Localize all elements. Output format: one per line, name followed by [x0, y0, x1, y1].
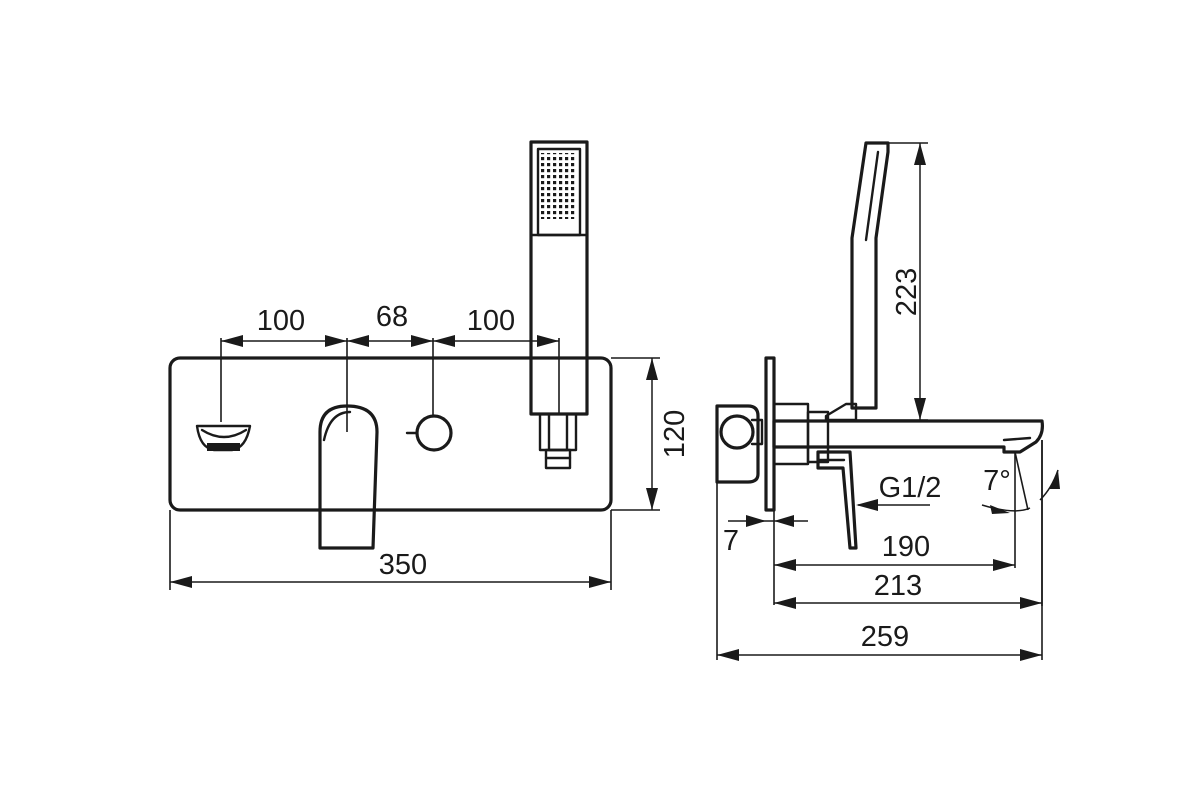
dimension-projection-1	[774, 559, 1015, 571]
mixer-lever-handle	[318, 404, 379, 550]
spout-outlet	[195, 424, 252, 452]
dim-spacing-2-label: 68	[376, 301, 408, 333]
dimension-projection-2	[774, 597, 1042, 609]
dim-projection-1-label: 190	[882, 531, 930, 563]
dim-plate-width-label: 350	[379, 549, 427, 581]
dim-spacing-3-label: 100	[467, 305, 515, 337]
dimension-projection-total	[717, 649, 1042, 661]
dim-spacing-1-label: 100	[257, 305, 305, 337]
side-view: 223 G1/2 7° 7 190	[715, 141, 1060, 661]
valve-body-side	[715, 404, 764, 484]
dimension-plate-width	[170, 576, 611, 588]
front-view: 100 68 100 120 350	[168, 140, 691, 590]
dim-plate-thickness-label: 7	[723, 525, 739, 557]
dim-shower-height-label: 223	[891, 268, 923, 316]
shower-holder-side	[824, 402, 858, 422]
diverter-knob	[405, 414, 453, 452]
dim-plate-height-label: 120	[659, 410, 691, 458]
dimension-plate-height	[646, 358, 658, 510]
lever-side	[816, 450, 858, 550]
wall-plate	[168, 356, 613, 512]
dimension-thread-leader	[856, 499, 930, 511]
shower-nozzle-grid	[541, 153, 577, 219]
hand-shower-side	[850, 141, 890, 410]
dim-projection-total-label: 259	[861, 621, 909, 653]
dimension-shower-height	[914, 143, 926, 420]
dim-thread-label: G1/2	[879, 472, 942, 504]
spout-side	[772, 419, 1044, 454]
dim-angle-label: 7°	[983, 465, 1011, 497]
dimension-plate-thickness	[728, 515, 808, 527]
dim-projection-2-label: 213	[874, 570, 922, 602]
dimension-top-chain	[221, 335, 559, 347]
dimension-angle	[981, 469, 1060, 514]
hand-shower	[529, 140, 589, 470]
